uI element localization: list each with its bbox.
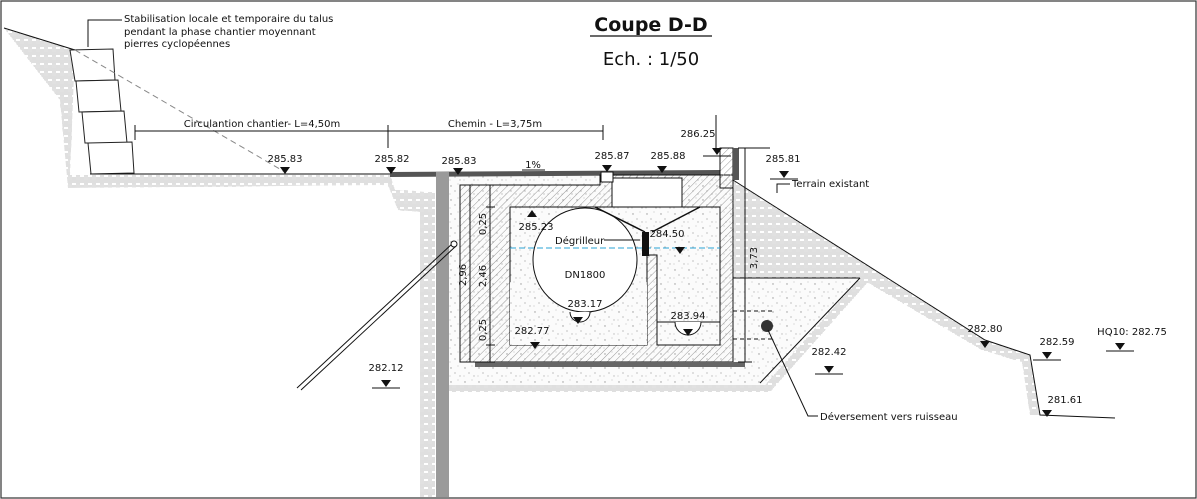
stabilisation-note-1: Stabilisation locale et temporaire du ta… <box>124 14 333 25</box>
dim-wall-height: 3,73 <box>749 247 760 269</box>
elevation-marker: 285.83 <box>442 156 477 175</box>
elevation-marker: 285.83 <box>268 154 303 174</box>
terrain-leader <box>776 183 790 193</box>
elevation-label: 282.12 <box>369 363 404 374</box>
elevation-label: 282.42 <box>812 347 847 358</box>
elevation-triangle-icon <box>1115 343 1125 350</box>
left-embankment <box>4 28 435 497</box>
elevation-label: 281.61 <box>1048 395 1083 406</box>
elevation-marker: 281.61 <box>1042 395 1083 417</box>
elevation-label: 285.81 <box>766 154 801 165</box>
elevation-triangle-icon <box>657 166 667 173</box>
elevation-triangle-icon <box>453 168 463 175</box>
section-title: Coupe D-D <box>594 14 707 36</box>
dim-bottom-slab: 0,25 <box>478 319 489 341</box>
width-dimension <box>134 125 604 148</box>
elevation-triangle-icon <box>779 171 789 178</box>
elevation-marker: 282.12 <box>369 363 404 389</box>
elevation-marker: 282.42 <box>812 347 847 375</box>
elevation-triangle-icon <box>824 366 834 373</box>
outfall-pipe-section <box>761 320 773 332</box>
anchor-rod <box>296 242 454 389</box>
elevation-label: 282.77 <box>515 326 550 337</box>
elevation-label: 283.17 <box>568 299 603 310</box>
elevation-triangle-icon <box>280 167 290 174</box>
elevation-triangle-icon <box>675 247 685 254</box>
elevation-label: 282.59 <box>1040 337 1075 348</box>
elevation-markers: 285.83 285.82 285.83 285.87 285.88 286.25 285.… <box>268 129 1167 417</box>
elevation-marker: 283.17 <box>568 299 603 324</box>
elevation-triangle-icon <box>381 380 391 387</box>
elevation-marker: 284.50 <box>650 229 685 254</box>
elevation-marker: 285.82 <box>375 154 410 174</box>
right-wall-head <box>719 147 734 189</box>
elevation-triangle-icon <box>1042 410 1052 417</box>
elevation-label: 285.83 <box>268 154 303 165</box>
elevation-triangle-icon <box>602 165 612 172</box>
elevation-label: 285.83 <box>442 156 477 167</box>
elevation-label: 286.25 <box>681 129 716 140</box>
elevation-label: 285.88 <box>651 151 686 162</box>
dim-total-height: 2,96 <box>458 264 469 286</box>
degrilleur-label: Dégrilleur <box>555 235 605 247</box>
elevation-triangle-icon <box>573 317 583 324</box>
dim-top-slab: 0,25 <box>478 213 489 235</box>
elevation-label: 282.80 <box>968 324 1003 335</box>
dim-inner-height: 2,46 <box>478 265 489 287</box>
terrain-label: Terrain existant <box>791 179 869 190</box>
elevation-marker: 282.80 <box>968 324 1003 348</box>
slope-line <box>3 27 76 51</box>
elevation-marker: 283.94 <box>671 311 706 336</box>
elevation-label: 285.82 <box>375 154 410 165</box>
terrain-line <box>732 179 1116 419</box>
elevation-marker: 285.23 <box>519 210 554 233</box>
stabilisation-note-3: pierres cyclopéennes <box>124 38 230 50</box>
elevation-marker: 282.77 <box>515 326 550 349</box>
elevation-triangle-icon <box>712 148 722 155</box>
elevation-marker: HQ10: 282.75 <box>1097 327 1167 352</box>
elevation-triangle-icon <box>530 342 540 349</box>
chemin-dimension-label: Chemin - L=3,75m <box>448 119 542 130</box>
elevation-triangle-icon <box>980 341 990 348</box>
scale-label: Ech. : 1/50 <box>603 49 699 70</box>
excavation-line <box>759 277 861 384</box>
degrilleur-grate <box>594 206 701 256</box>
elevation-label: 284.50 <box>650 229 685 240</box>
temporary-slope-line <box>74 49 286 173</box>
existing-terrain <box>733 180 1040 415</box>
foundation-slab <box>475 362 745 367</box>
circulation-dimension-label: Circulantion chantier- L=4,50m <box>184 119 340 130</box>
anchor-rod-2 <box>300 245 457 391</box>
elevation-triangle-icon <box>1042 352 1052 359</box>
anchor-head <box>450 240 458 248</box>
elevation-marker: 285.81 <box>766 154 801 180</box>
stabilisation-note-2: pendant la phase chantier moyennant <box>124 27 316 38</box>
elevation-triangle-icon <box>527 210 537 217</box>
deversement-leader <box>767 329 818 417</box>
height-dimensions <box>465 147 770 363</box>
stabilisation-leader <box>87 19 122 47</box>
elevation-marker: 285.87 <box>595 151 630 172</box>
slope-label: 1% <box>525 160 541 171</box>
deversement-label: Déversement vers ruisseau <box>820 411 958 423</box>
pipe-label: DN1800 <box>565 270 606 281</box>
elevation-triangle-icon <box>683 329 693 336</box>
elevation-triangle-icon <box>386 167 396 174</box>
elevation-marker: 285.88 <box>651 151 686 173</box>
wall-cap <box>733 148 739 180</box>
sheet-pile <box>436 172 449 497</box>
access-opening <box>611 177 683 208</box>
elevation-label: 285.23 <box>519 222 554 233</box>
elevation-label: 285.87 <box>595 151 630 162</box>
drain-gutter <box>600 171 614 183</box>
elevation-marker: 282.59 <box>1033 337 1075 361</box>
elevation-label: HQ10: 282.75 <box>1097 327 1167 338</box>
cyclopean-stones <box>69 48 135 175</box>
elevation-label: 283.94 <box>671 311 706 322</box>
elevation-marker: 286.25 <box>681 129 731 157</box>
